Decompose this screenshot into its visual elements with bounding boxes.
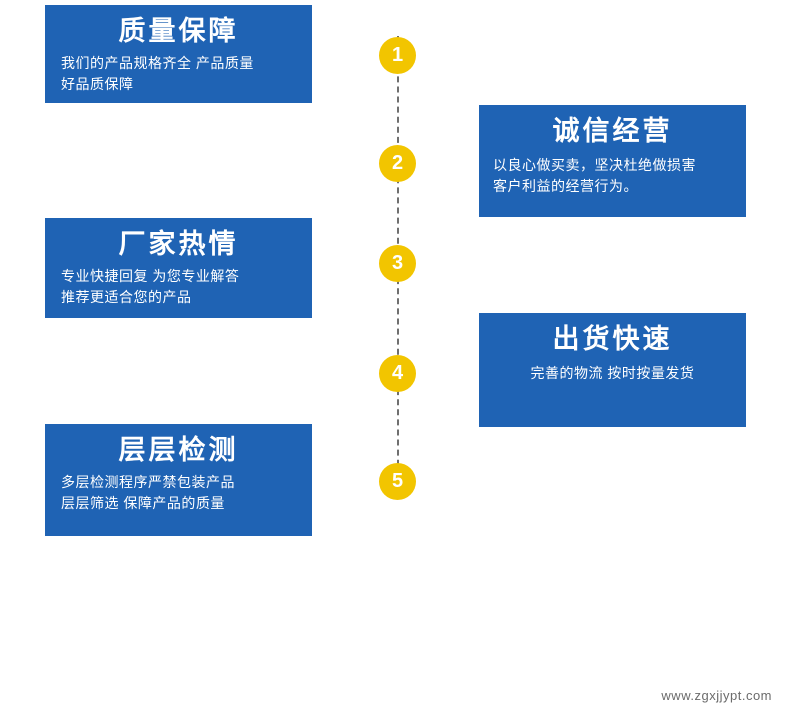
card-shipping-desc: 完善的物流 按时按量发货 xyxy=(530,364,695,381)
card-testing-desc: 多层检测程序严禁包装产品 层层筛选 保障产品的质量 xyxy=(61,473,235,512)
card-testing-title: 层层检测 xyxy=(118,435,239,465)
card-integrity-desc: 以良心做买卖，坚决杜绝做损害 客户利益的经营行为。 xyxy=(493,156,696,195)
card-shipping-title: 出货快速 xyxy=(552,324,673,354)
card-integrity-title: 诚信经营 xyxy=(552,116,673,146)
card-factory-desc: 专业快捷回复 为您专业解答 推荐更适合您的产品 xyxy=(61,267,240,306)
step-node-1: 1 xyxy=(379,37,416,74)
card-integrity: 诚信经营 以良心做买卖，坚决杜绝做损害 客户利益的经营行为。 xyxy=(479,105,746,217)
card-factory-title: 厂家热情 xyxy=(118,229,239,259)
step-node-2: 2 xyxy=(379,145,416,182)
card-factory: 厂家热情 专业快捷回复 为您专业解答 推荐更适合您的产品 xyxy=(45,218,312,318)
card-shipping: 出货快速 完善的物流 按时按量发货 xyxy=(479,313,746,427)
card-quality-title: 质量保障 xyxy=(118,16,239,46)
step-node-4: 4 xyxy=(379,355,416,392)
card-quality: 质量保障 我们的产品规格齐全 产品质量 好品质保障 xyxy=(45,5,312,103)
step-node-5: 5 xyxy=(379,463,416,500)
step-node-3: 3 xyxy=(379,245,416,282)
card-testing: 层层检测 多层检测程序严禁包装产品 层层筛选 保障产品的质量 xyxy=(45,424,312,536)
card-quality-desc: 我们的产品规格齐全 产品质量 好品质保障 xyxy=(61,54,254,93)
footer-website-url: www.zgxjjypt.com xyxy=(661,688,772,703)
